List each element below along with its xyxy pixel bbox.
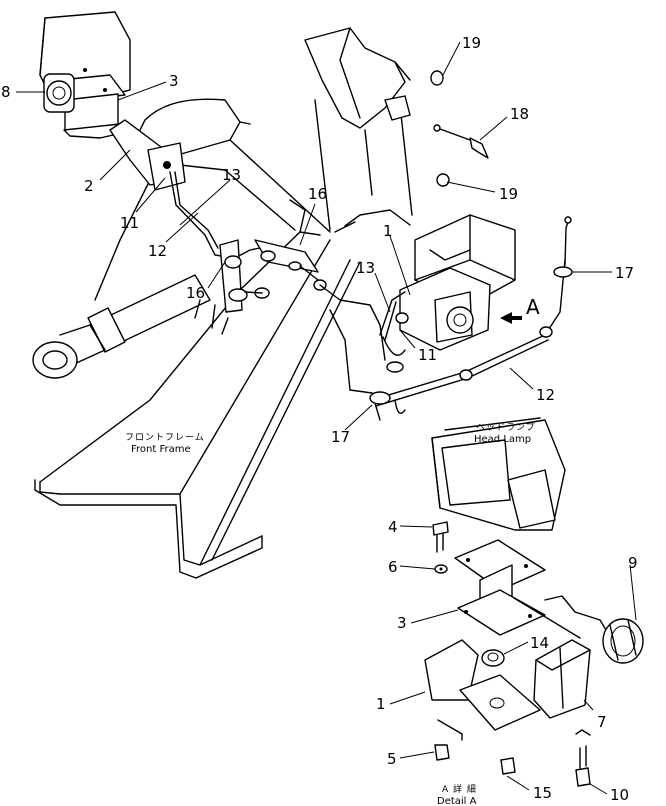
callout-1-detail: 1 <box>376 695 386 713</box>
detail-cover <box>513 597 591 719</box>
front-frame <box>34 98 361 579</box>
callout-3-top: 3 <box>169 72 179 90</box>
callout-11-mid: 11 <box>418 346 437 364</box>
callout-1-top: 1 <box>383 222 393 240</box>
detail-lamp-unit <box>544 595 644 664</box>
detail-bracket-upper <box>454 539 546 636</box>
callout-12-right: 12 <box>536 386 555 404</box>
callout-5: 5 <box>387 750 397 768</box>
callout-16-left: 16 <box>186 284 205 302</box>
detail-head-lamp <box>431 417 566 531</box>
head-lamp-label-jp: ヘッドランプ <box>476 422 536 433</box>
callout-10: 10 <box>610 786 629 804</box>
grommets-and-pin <box>430 70 489 187</box>
callout-12-left: 12 <box>148 242 167 260</box>
callout-3-detail: 3 <box>397 614 407 632</box>
callout-numbers: 8 3 2 11 13 12 16 16 19 18 19 1 13 11 17… <box>1 34 638 804</box>
callout-17-right: 17 <box>615 264 634 282</box>
callout-14: 14 <box>530 634 549 652</box>
callout-8: 8 <box>1 83 11 101</box>
callout-4: 4 <box>388 518 398 536</box>
callout-15: 15 <box>533 784 552 802</box>
leader-lines <box>16 41 637 795</box>
callout-6: 6 <box>388 558 398 576</box>
detail-fasteners <box>432 521 591 787</box>
callout-19-top: 19 <box>462 34 481 52</box>
head-lamp-label-en: Head Lamp <box>474 434 531 445</box>
callout-13-mid: 13 <box>356 259 375 277</box>
callout-11-left: 11 <box>120 214 139 232</box>
callout-9: 9 <box>628 554 638 572</box>
callout-16-top: 16 <box>308 185 327 203</box>
callout-18: 18 <box>510 105 529 123</box>
detail-bracket-lower <box>424 639 541 741</box>
view-arrow-a-label: A <box>526 295 540 319</box>
front-frame-label-en: Front Frame <box>131 444 191 455</box>
callout-13-left: 13 <box>222 166 241 184</box>
right-harness <box>319 209 573 421</box>
callout-19-mid: 19 <box>499 185 518 203</box>
left-head-lamp-assembly <box>39 11 186 191</box>
detail-a-label-en: Detail A <box>437 796 477 806</box>
callout-2: 2 <box>84 177 94 195</box>
callout-17-bottom: 17 <box>331 428 350 446</box>
callout-7: 7 <box>597 713 607 731</box>
text-labels: フロントフレーム Front Frame ヘッドランプ Head Lamp A … <box>125 422 536 806</box>
left-harness <box>169 171 327 335</box>
right-head-lamp-assembly <box>379 214 522 373</box>
cab-fender <box>304 27 413 231</box>
front-frame-label-jp: フロントフレーム <box>125 432 205 443</box>
detail-a-label-jp: A 詳 細 <box>442 783 477 795</box>
lift-cylinder <box>32 274 211 379</box>
